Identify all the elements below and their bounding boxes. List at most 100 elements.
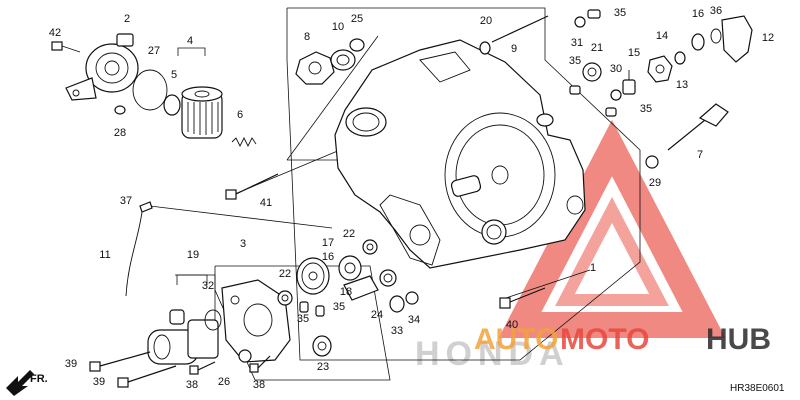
bolt-41 bbox=[225, 173, 279, 200]
callout-9: 9 bbox=[511, 43, 517, 55]
callout-38: 38 bbox=[253, 379, 265, 391]
callout-35: 35 bbox=[333, 301, 345, 313]
bushing-33 bbox=[389, 295, 405, 313]
watermark-brand-mid: MOTO bbox=[560, 323, 649, 356]
callout-35: 35 bbox=[640, 103, 652, 115]
o-ring-29 bbox=[645, 155, 659, 169]
callout-15: 15 bbox=[628, 47, 640, 59]
dowel-35b bbox=[569, 85, 581, 95]
direction-label: FR. bbox=[30, 373, 48, 385]
part-24 bbox=[379, 269, 397, 287]
part-14 bbox=[647, 55, 673, 83]
callout-39: 39 bbox=[93, 376, 105, 388]
part-10 bbox=[330, 49, 356, 71]
callout-16: 16 bbox=[692, 8, 704, 20]
callout-41: 41 bbox=[260, 197, 272, 209]
bolt-39b bbox=[117, 365, 177, 388]
o-ring-32 bbox=[204, 309, 222, 331]
washer-22a bbox=[277, 290, 293, 306]
part-25 bbox=[349, 38, 365, 52]
callout-34: 34 bbox=[408, 314, 420, 326]
washer-28 bbox=[114, 105, 126, 115]
filter-bracket bbox=[177, 47, 206, 56]
washer-31 bbox=[574, 16, 586, 28]
bolt-40 bbox=[499, 287, 546, 309]
watermark-brand-left: AUTO bbox=[474, 323, 558, 356]
callout-27: 27 bbox=[148, 45, 160, 57]
callout-8: 8 bbox=[304, 31, 310, 43]
part-16 bbox=[691, 33, 705, 51]
callout-37: 37 bbox=[120, 195, 132, 207]
bearing-21 bbox=[582, 62, 602, 82]
dowel-35a bbox=[587, 9, 601, 19]
watermark-maker-text: HONDA bbox=[415, 335, 570, 373]
arm-18 bbox=[343, 275, 379, 301]
callout-19: 19 bbox=[187, 249, 199, 261]
gear-16 bbox=[338, 255, 362, 281]
diagram-code: HR38E0601 bbox=[730, 383, 785, 394]
callout-31: 31 bbox=[571, 37, 583, 49]
bolt-38a bbox=[189, 361, 216, 375]
callout-3: 3 bbox=[240, 238, 246, 250]
callout-10: 10 bbox=[332, 21, 344, 33]
callout-36: 36 bbox=[710, 5, 722, 17]
starter-motor bbox=[147, 309, 219, 365]
clip-37 bbox=[139, 201, 153, 213]
bolt-39a bbox=[89, 351, 151, 372]
switch-15 bbox=[622, 70, 636, 95]
hose-11 bbox=[125, 211, 143, 297]
callout-29: 29 bbox=[649, 177, 661, 189]
dowel-35c bbox=[605, 107, 617, 117]
dipstick-7 bbox=[667, 103, 729, 151]
crankcase-cover bbox=[334, 39, 586, 269]
dowel-35e bbox=[315, 305, 325, 317]
callout-30: 30 bbox=[610, 63, 622, 75]
callout-16: 16 bbox=[322, 251, 334, 263]
o-ring-26 bbox=[238, 349, 252, 363]
callout-7: 7 bbox=[697, 149, 703, 161]
gear-17 bbox=[296, 257, 330, 295]
rotor-8 bbox=[295, 51, 335, 85]
o-ring-27 bbox=[132, 69, 168, 111]
callout-11: 11 bbox=[99, 249, 110, 261]
callout-26: 26 bbox=[218, 376, 230, 388]
callout-22: 22 bbox=[343, 228, 355, 240]
motor-bracket bbox=[176, 274, 208, 285]
leader-1 bbox=[499, 269, 591, 301]
bearing-23 bbox=[312, 335, 332, 357]
callout-2: 2 bbox=[124, 13, 130, 25]
oil-filter bbox=[181, 86, 223, 139]
callout-21: 21 bbox=[591, 42, 603, 54]
spring-6 bbox=[231, 136, 257, 148]
callout-14: 14 bbox=[656, 30, 668, 42]
callout-40: 40 bbox=[506, 319, 518, 331]
callout-24: 24 bbox=[371, 309, 383, 321]
oil-filter-cover bbox=[65, 33, 139, 101]
dowel-35d bbox=[299, 301, 309, 313]
o-ring-36 bbox=[710, 28, 722, 44]
callout-39: 39 bbox=[65, 358, 77, 370]
watermark-brand: AUTO MOTO HUB bbox=[474, 323, 771, 356]
callout-4: 4 bbox=[187, 35, 193, 47]
callout-25: 25 bbox=[351, 13, 363, 25]
washer-22b bbox=[362, 239, 378, 255]
callout-6: 6 bbox=[237, 109, 243, 121]
callout-33: 33 bbox=[391, 325, 403, 337]
callout-17: 17 bbox=[322, 237, 334, 249]
callout-13: 13 bbox=[676, 79, 688, 91]
callout-18: 18 bbox=[340, 286, 352, 298]
front-direction-arrow-icon: FR. bbox=[6, 370, 48, 396]
watermark-brand-right: HUB bbox=[706, 323, 771, 356]
spring-13 bbox=[674, 51, 686, 65]
bolt-38b bbox=[249, 355, 271, 373]
callout-1: 1 bbox=[590, 262, 596, 274]
washer-30 bbox=[610, 89, 622, 101]
pump-housing bbox=[221, 279, 291, 363]
callout-35: 35 bbox=[614, 7, 626, 19]
o-ring-5 bbox=[163, 94, 181, 116]
callout-38: 38 bbox=[186, 379, 198, 391]
callout-35: 35 bbox=[569, 55, 581, 67]
callout-28: 28 bbox=[114, 127, 126, 139]
